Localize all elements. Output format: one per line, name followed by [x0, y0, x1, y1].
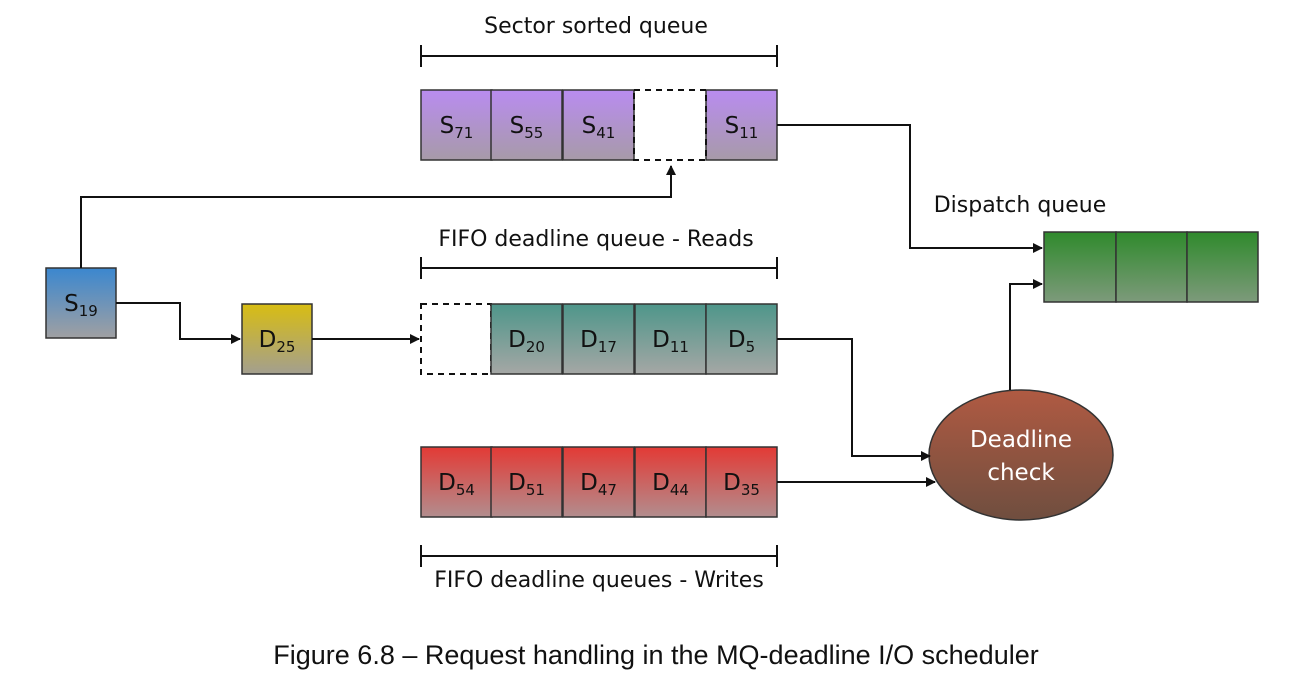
writes-queue-cell: D51 — [490, 446, 563, 518]
sector-queue-cell-label: S55 — [510, 113, 544, 142]
arrow-s19-to-sector-queue — [80, 165, 676, 268]
svg-text:S19: S19 — [64, 291, 98, 320]
writes-queue-cell-label: D51 — [508, 470, 545, 499]
fifo-reads-queue: D20 D17 D11 D5 — [490, 303, 778, 375]
reads-queue-bracket — [420, 257, 778, 279]
writes-queue-cell-label: D35 — [723, 470, 760, 499]
figure-caption: Figure 6.8 – Request handling in the MQ-… — [273, 640, 1038, 670]
fifo-reads-label: FIFO deadline queue - Reads — [438, 227, 753, 252]
sector-queue-bracket — [420, 45, 778, 67]
incoming-request-d25: D25 — [241, 303, 313, 375]
reads-queue-cell-label: D17 — [580, 327, 617, 356]
writes-queue-cell-label: D54 — [438, 470, 475, 499]
svg-text:D25: D25 — [259, 327, 296, 356]
arrow-deadline-check-to-dispatch — [1009, 279, 1043, 390]
reads-queue-cell-label: D11 — [652, 327, 689, 356]
incoming-request-s19: S19 — [45, 267, 117, 339]
arrow-sector-to-dispatch — [777, 124, 1043, 253]
reads-queue-cell: D20 — [490, 303, 563, 375]
dispatch-slot — [1115, 231, 1188, 303]
sector-queue-cell: S11 — [705, 89, 778, 161]
fifo-writes-queue: D54 D51 D47 D44 D35 — [420, 446, 778, 518]
reads-queue-empty-slot — [420, 303, 492, 375]
sector-queue-empty-slot — [633, 89, 707, 161]
dispatch-slot — [1186, 231, 1259, 303]
writes-queue-cell: D35 — [705, 446, 778, 518]
writes-queue-cell: D54 — [420, 446, 493, 518]
writes-queue-bracket — [420, 545, 778, 567]
reads-queue-cell-label: D5 — [728, 327, 755, 356]
writes-queue-cell-label: D47 — [580, 470, 617, 499]
reads-queue-cell: D17 — [562, 303, 635, 375]
sector-queue-cell-label: S41 — [582, 113, 616, 142]
sector-queue-cell-label: S11 — [725, 113, 759, 142]
reads-queue-cell: D5 — [705, 303, 778, 375]
sector-sorted-queue-label: Sector sorted queue — [484, 14, 708, 39]
reads-queue-cell: D11 — [634, 303, 707, 375]
fifo-writes-label: FIFO deadline queues - Writes — [434, 568, 764, 593]
writes-queue-cell: D44 — [634, 446, 707, 518]
deadline-check-node: Deadline check — [928, 389, 1114, 521]
sector-queue-cell: S55 — [490, 89, 563, 161]
sector-queue-cell: S71 — [420, 89, 493, 161]
dispatch-slot — [1043, 231, 1117, 303]
deadline-check-line1: Deadline — [970, 427, 1072, 453]
arrow-s19-to-d25 — [116, 302, 241, 344]
dispatch-queue — [1043, 231, 1259, 303]
writes-queue-cell: D47 — [562, 446, 635, 518]
deadline-check-line2: check — [987, 460, 1055, 486]
sector-queue-cell-label: S71 — [440, 113, 474, 142]
reads-queue-cell-label: D20 — [508, 327, 545, 356]
sector-queue-cell: S41 — [562, 89, 635, 161]
arrow-reads-to-deadline-check — [777, 338, 931, 461]
sector-sorted-queue: S71 S55 S41 S11 — [420, 89, 778, 161]
writes-queue-cell-label: D44 — [652, 470, 689, 499]
dispatch-queue-label: Dispatch queue — [934, 193, 1107, 218]
